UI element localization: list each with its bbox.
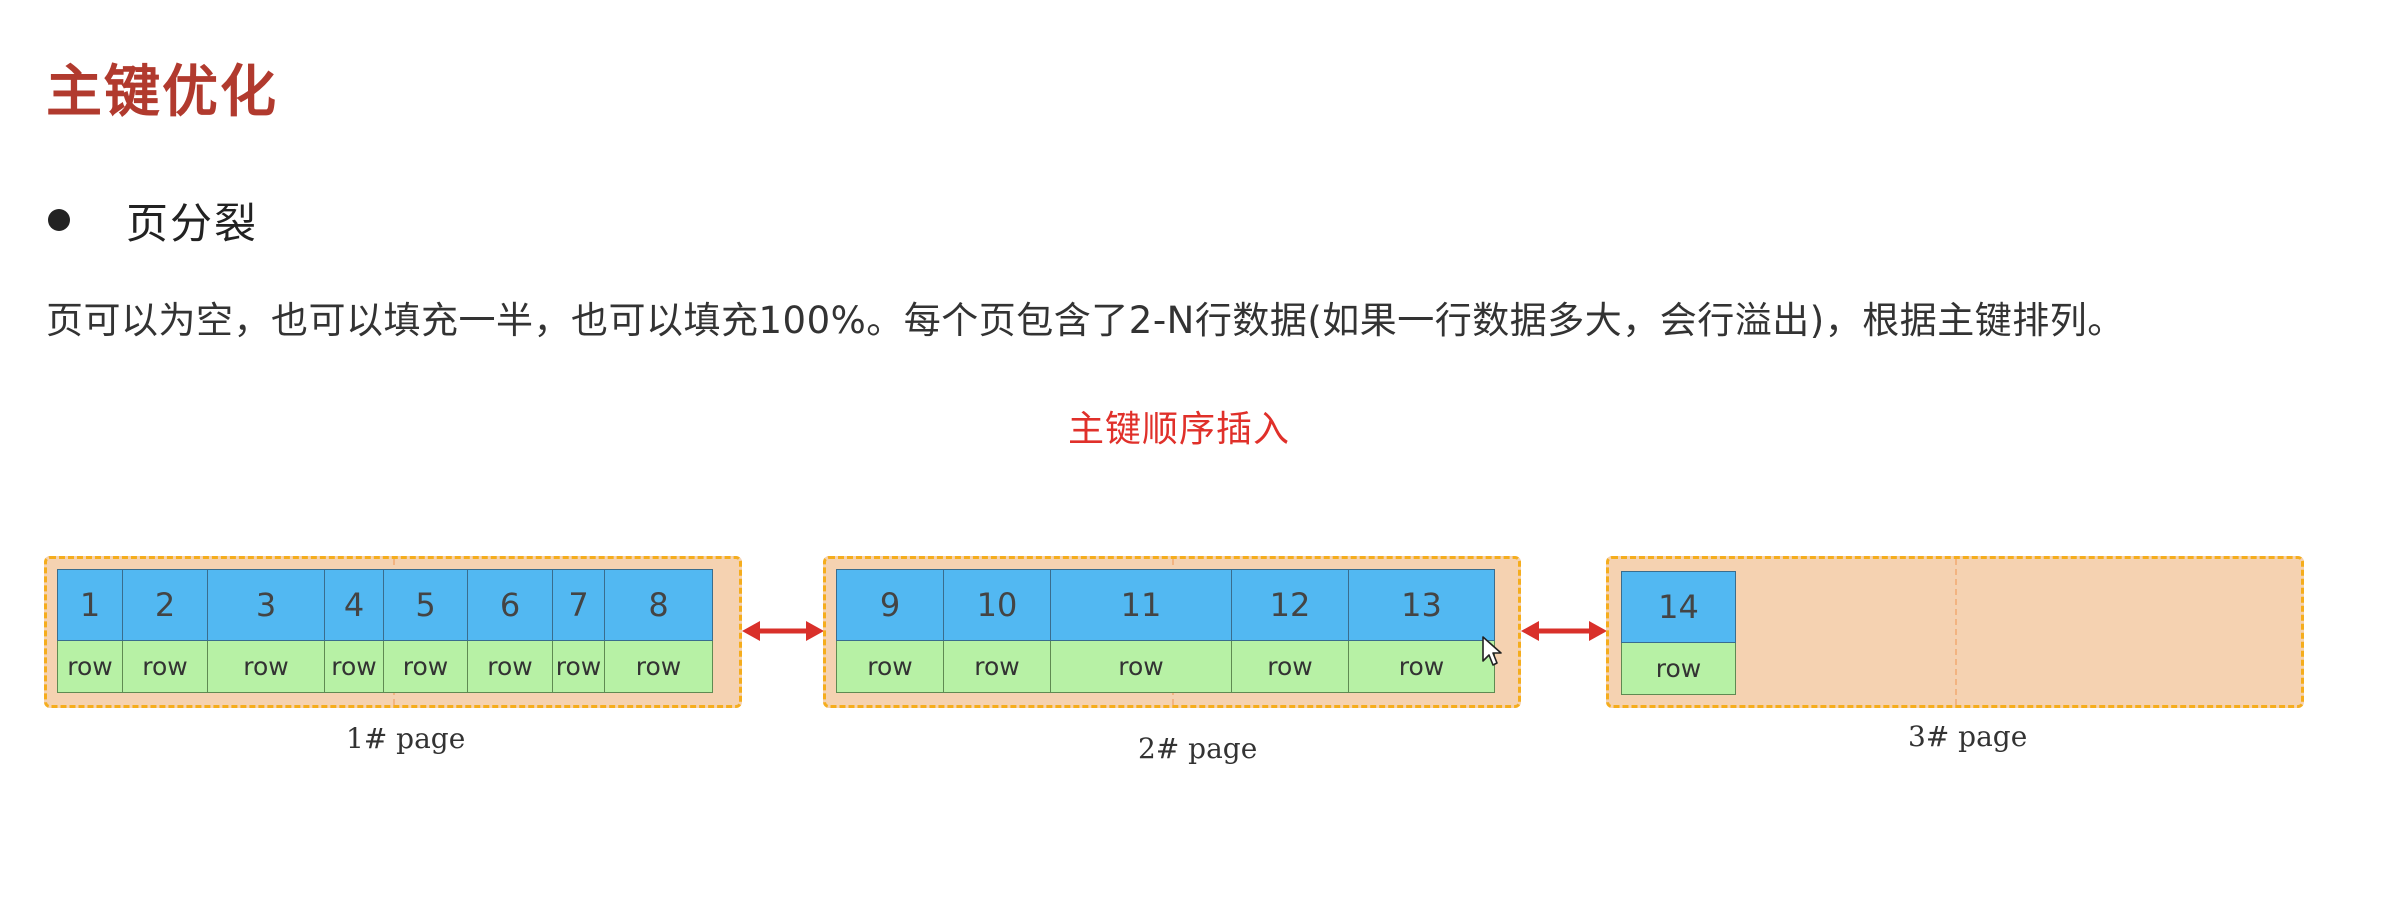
row-data: row xyxy=(604,641,713,693)
page-label-1: 1# page xyxy=(346,722,466,755)
page-title: 主键优化 xyxy=(46,60,278,125)
primary-key: 11 xyxy=(1050,569,1232,641)
row-data: row xyxy=(324,641,384,693)
row-data: row xyxy=(467,641,553,693)
description-text: 页可以为空，也可以填充一半，也可以填充100%。每个页包含了2-N行数据(如果一… xyxy=(46,299,2125,342)
double-arrow-icon xyxy=(742,621,824,641)
row-data: row xyxy=(383,641,468,693)
primary-key: 12 xyxy=(1231,569,1349,641)
primary-key: 10 xyxy=(943,569,1051,641)
row-data: row xyxy=(836,641,944,693)
page-label-2: 2# page xyxy=(1138,732,1258,765)
bullet-item: 页分裂 xyxy=(46,188,258,252)
primary-key: 6 xyxy=(467,569,553,641)
row-data: row xyxy=(1348,641,1495,693)
row-data: row xyxy=(57,641,123,693)
row-data: row xyxy=(552,641,605,693)
primary-key: 5 xyxy=(383,569,468,641)
primary-key: 14 xyxy=(1621,571,1736,643)
primary-key: 13 xyxy=(1348,569,1495,641)
page-label-3: 3# page xyxy=(1908,720,2028,753)
page-divider xyxy=(1955,559,1957,705)
primary-key: 2 xyxy=(122,569,208,641)
primary-key: 3 xyxy=(207,569,325,641)
row-data: row xyxy=(1050,641,1232,693)
row-data: row xyxy=(122,641,208,693)
row-data: row xyxy=(1621,643,1736,695)
mouse-cursor-icon xyxy=(1482,636,1502,666)
double-arrow-icon xyxy=(1521,621,1607,641)
primary-key: 8 xyxy=(604,569,713,641)
primary-key: 7 xyxy=(552,569,605,641)
row-data: row xyxy=(1231,641,1349,693)
diagram-title: 主键顺序插入 xyxy=(1068,409,1291,450)
bullet-text: 页分裂 xyxy=(126,198,259,248)
row-data: row xyxy=(943,641,1051,693)
primary-key: 1 xyxy=(57,569,123,641)
primary-key: 4 xyxy=(324,569,384,641)
primary-key: 9 xyxy=(836,569,944,641)
row-data: row xyxy=(207,641,325,693)
bullet-dot-icon xyxy=(48,209,70,231)
